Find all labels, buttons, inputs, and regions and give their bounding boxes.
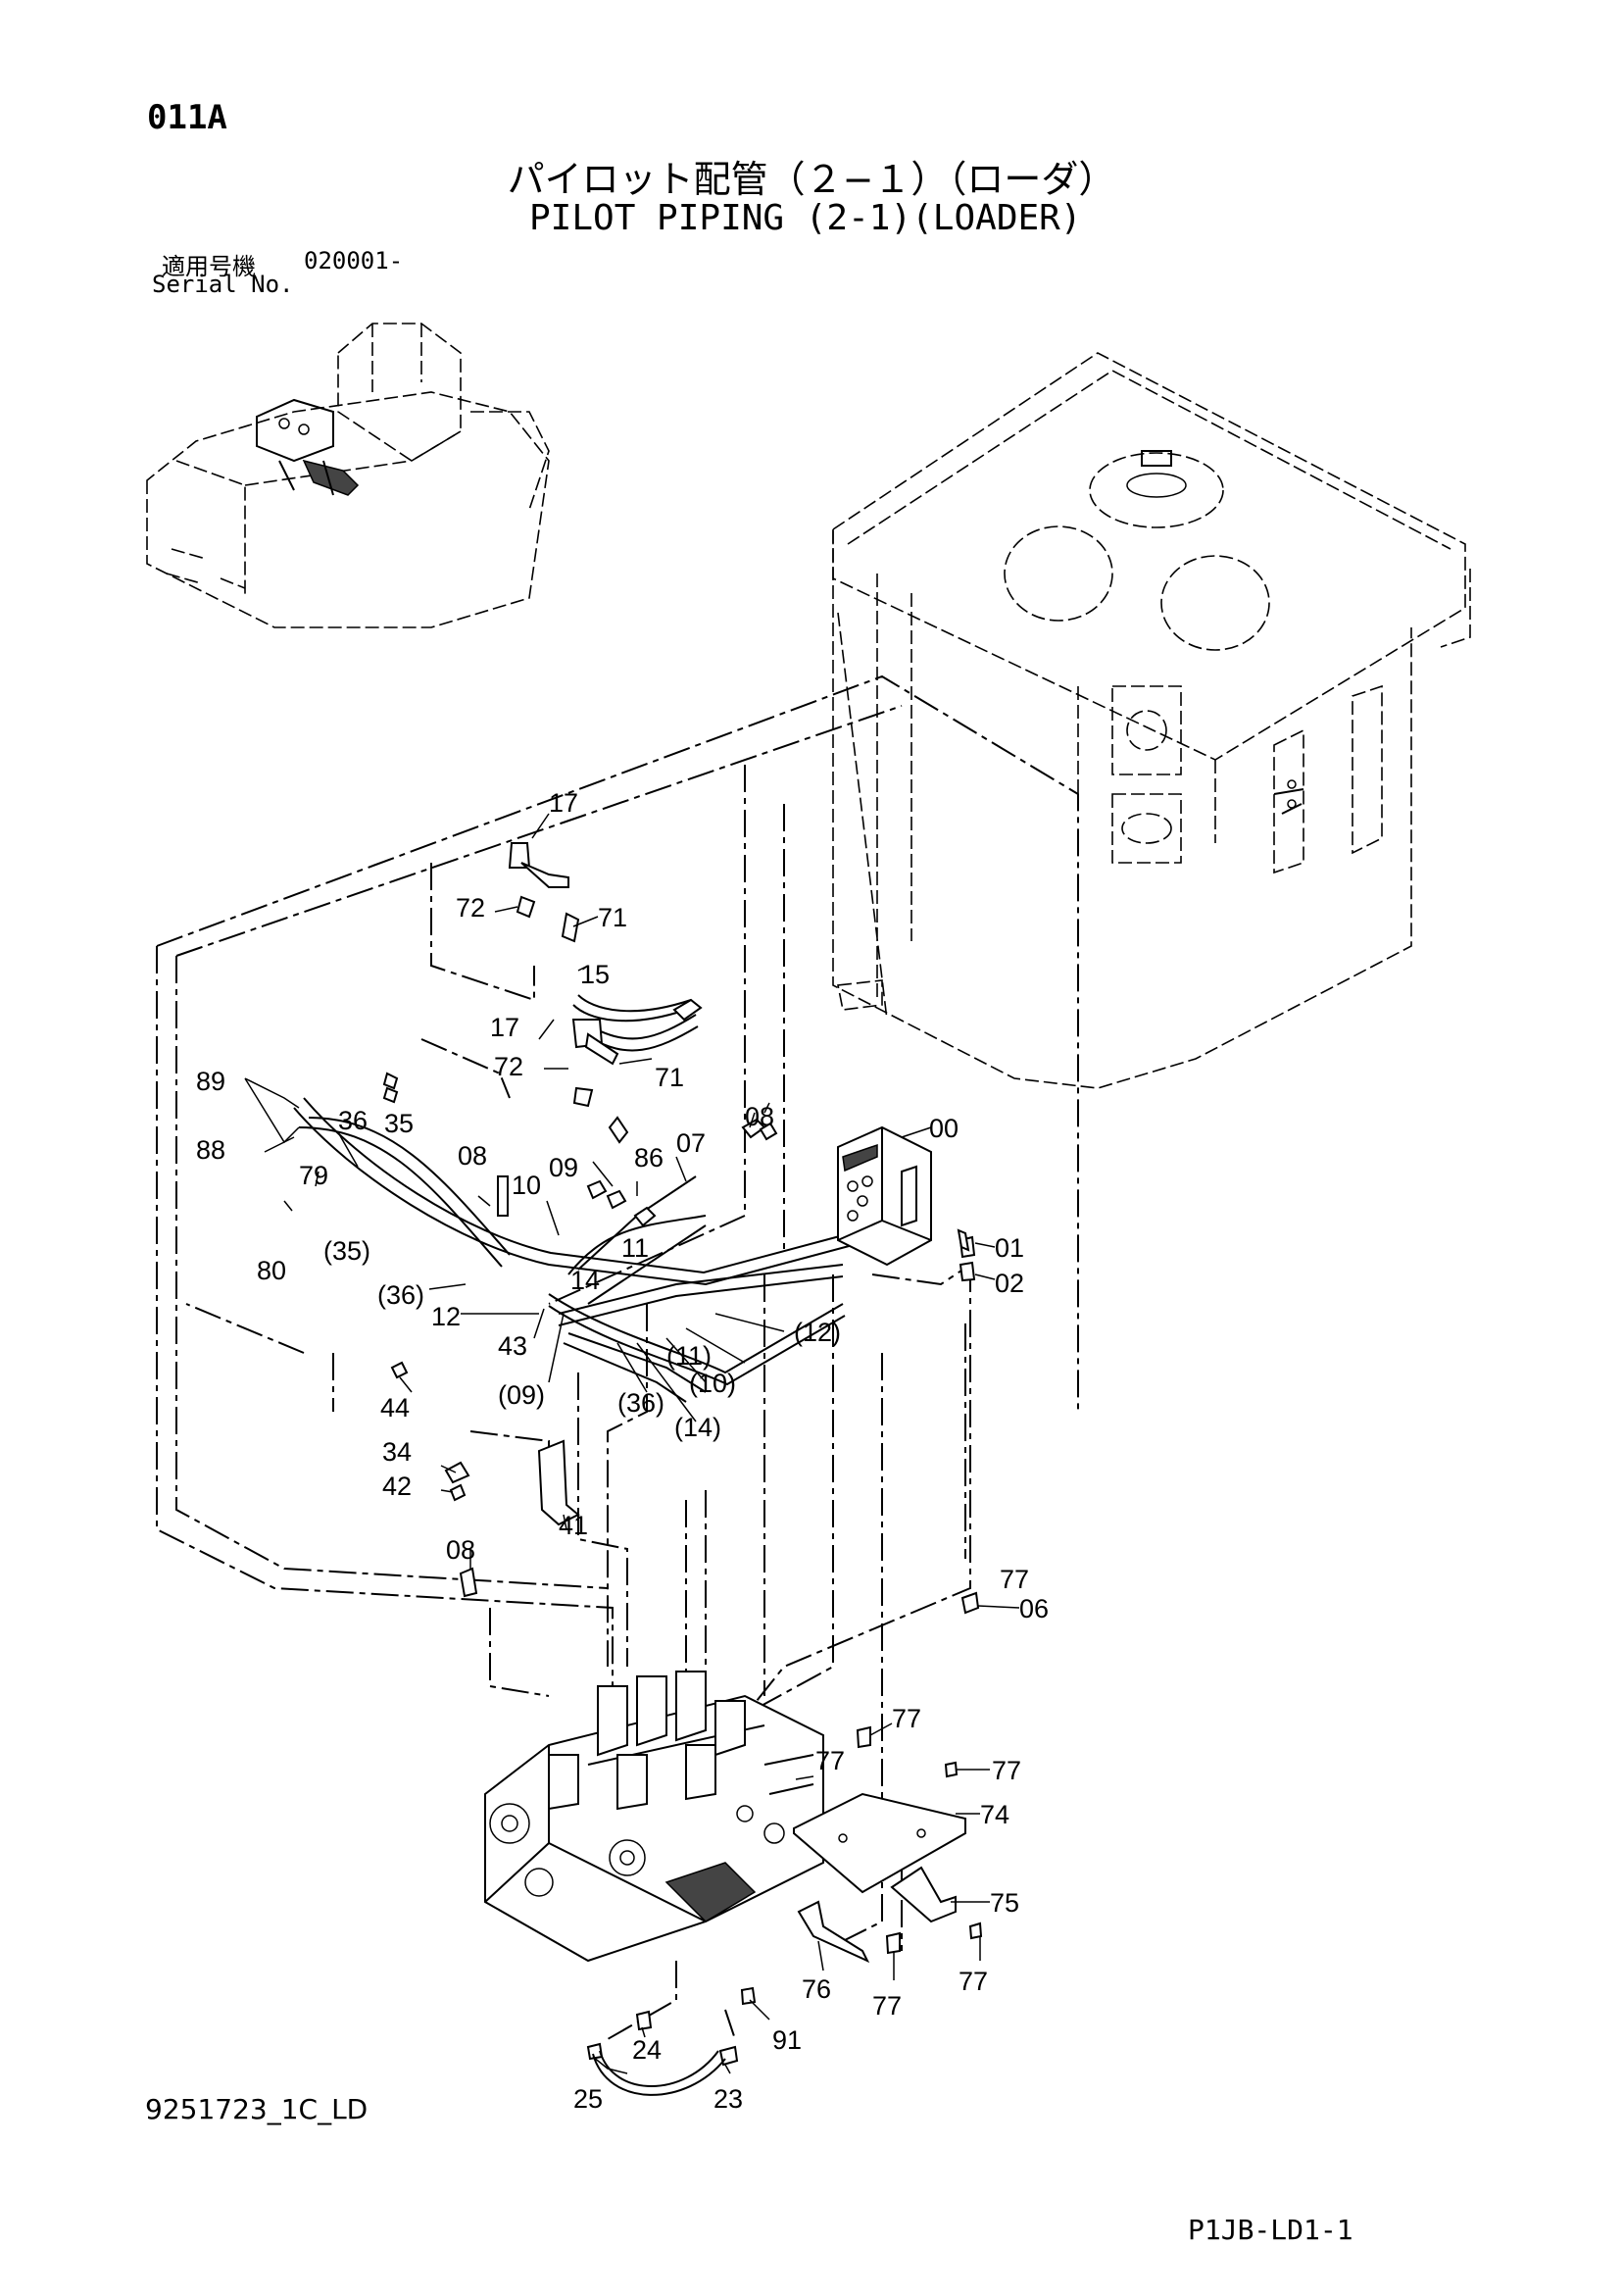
callout-15: 15 <box>580 960 610 989</box>
callout-89: 89 <box>196 1067 225 1096</box>
callout-34: 34 <box>382 1437 412 1467</box>
callout-76: 76 <box>802 1974 831 2004</box>
drawing-number: 9251723_1C_LD <box>145 2093 369 2125</box>
callout-00: 00 <box>929 1114 959 1143</box>
pilot-hose-bundle <box>293 994 854 1403</box>
callout-07: 07 <box>676 1128 706 1158</box>
callout-80: 80 <box>257 1256 286 1285</box>
callout-10-ref: (10) <box>689 1369 736 1398</box>
callout-08-lower: 08 <box>446 1535 475 1565</box>
callout-41: 41 <box>559 1511 588 1540</box>
callout-06: 06 <box>1019 1594 1049 1623</box>
bracket-parts <box>537 1439 966 1964</box>
callout-44: 44 <box>380 1393 410 1423</box>
callout-36-ref-a: (36) <box>377 1280 424 1310</box>
callout-17-lower: 17 <box>490 1013 519 1042</box>
callout-42: 42 <box>382 1472 412 1501</box>
serial-label-english: Serial No. <box>152 271 294 298</box>
callout-75: 75 <box>990 1888 1019 1918</box>
callout-11-ref: (11) <box>666 1341 712 1371</box>
callout-77-b: 77 <box>815 1746 845 1775</box>
callout-77-f: 77 <box>1000 1565 1029 1594</box>
callout-77-c: 77 <box>992 1756 1021 1785</box>
callout-77-d: 77 <box>959 1967 988 1996</box>
hydraulic-tank-icon <box>832 352 1471 1089</box>
callout-23: 23 <box>713 2084 743 2114</box>
callout-01: 01 <box>995 1233 1024 1263</box>
callout-14: 14 <box>570 1266 600 1295</box>
callout-11: 11 <box>621 1233 649 1263</box>
callout-35-ref: (35) <box>323 1236 370 1266</box>
callout-14-ref: (14) <box>674 1413 721 1442</box>
callout-91: 91 <box>772 2025 802 2055</box>
serial-number-value: 020001- <box>304 247 404 275</box>
serial-label-japanese: 適用号機 <box>162 253 256 280</box>
callout-35: 35 <box>384 1109 414 1138</box>
callout-77-e: 77 <box>872 1991 902 2021</box>
title-japanese: パイロット配管（２−１）（ローダ） <box>507 158 1116 201</box>
callout-10: 10 <box>512 1171 541 1200</box>
callout-36-ref-b: (36) <box>617 1388 664 1418</box>
callout-79: 79 <box>299 1161 328 1190</box>
callout-02: 02 <box>995 1269 1024 1298</box>
callout-86: 86 <box>634 1143 664 1173</box>
callout-12-ref: (12) <box>794 1318 841 1347</box>
pilot-valve-block-icon <box>837 1125 970 1267</box>
machine-location-thumbnail-icon <box>146 323 550 628</box>
sheet-code: P1JB-LD1-1 <box>1188 2214 1353 2246</box>
callout-12: 12 <box>431 1302 461 1331</box>
callout-25: 25 <box>573 2084 603 2114</box>
callout-17-upper: 17 <box>549 788 578 818</box>
callout-09: 09 <box>549 1153 578 1182</box>
callout-24: 24 <box>632 2035 662 2065</box>
title-english: PILOT PIPING (2-1)(LOADER) <box>529 198 1082 238</box>
callout-88: 88 <box>196 1135 225 1165</box>
callout-71-lower: 71 <box>655 1063 684 1092</box>
hose-fittings <box>382 842 983 2096</box>
callout-72-lower: 72 <box>494 1052 523 1081</box>
control-valve-icon <box>484 1671 824 1963</box>
routing-guide-lines <box>156 674 1079 2040</box>
callout-09-ref: (09) <box>498 1380 545 1410</box>
part-number-callouts: 17 72 71 15 17 72 71 89 36 35 88 79 80 (… <box>196 788 1049 2114</box>
callout-36: 36 <box>338 1106 368 1135</box>
leader-lines <box>244 813 1020 2074</box>
callout-43: 43 <box>498 1331 527 1361</box>
callout-72-upper: 72 <box>456 893 485 923</box>
callout-08-left: 08 <box>458 1141 487 1171</box>
callout-08-right: 08 <box>745 1102 774 1131</box>
callout-74: 74 <box>980 1800 1009 1829</box>
page-code: 011A <box>147 98 227 137</box>
callout-77-a: 77 <box>892 1704 921 1733</box>
callout-71-upper: 71 <box>598 903 627 932</box>
